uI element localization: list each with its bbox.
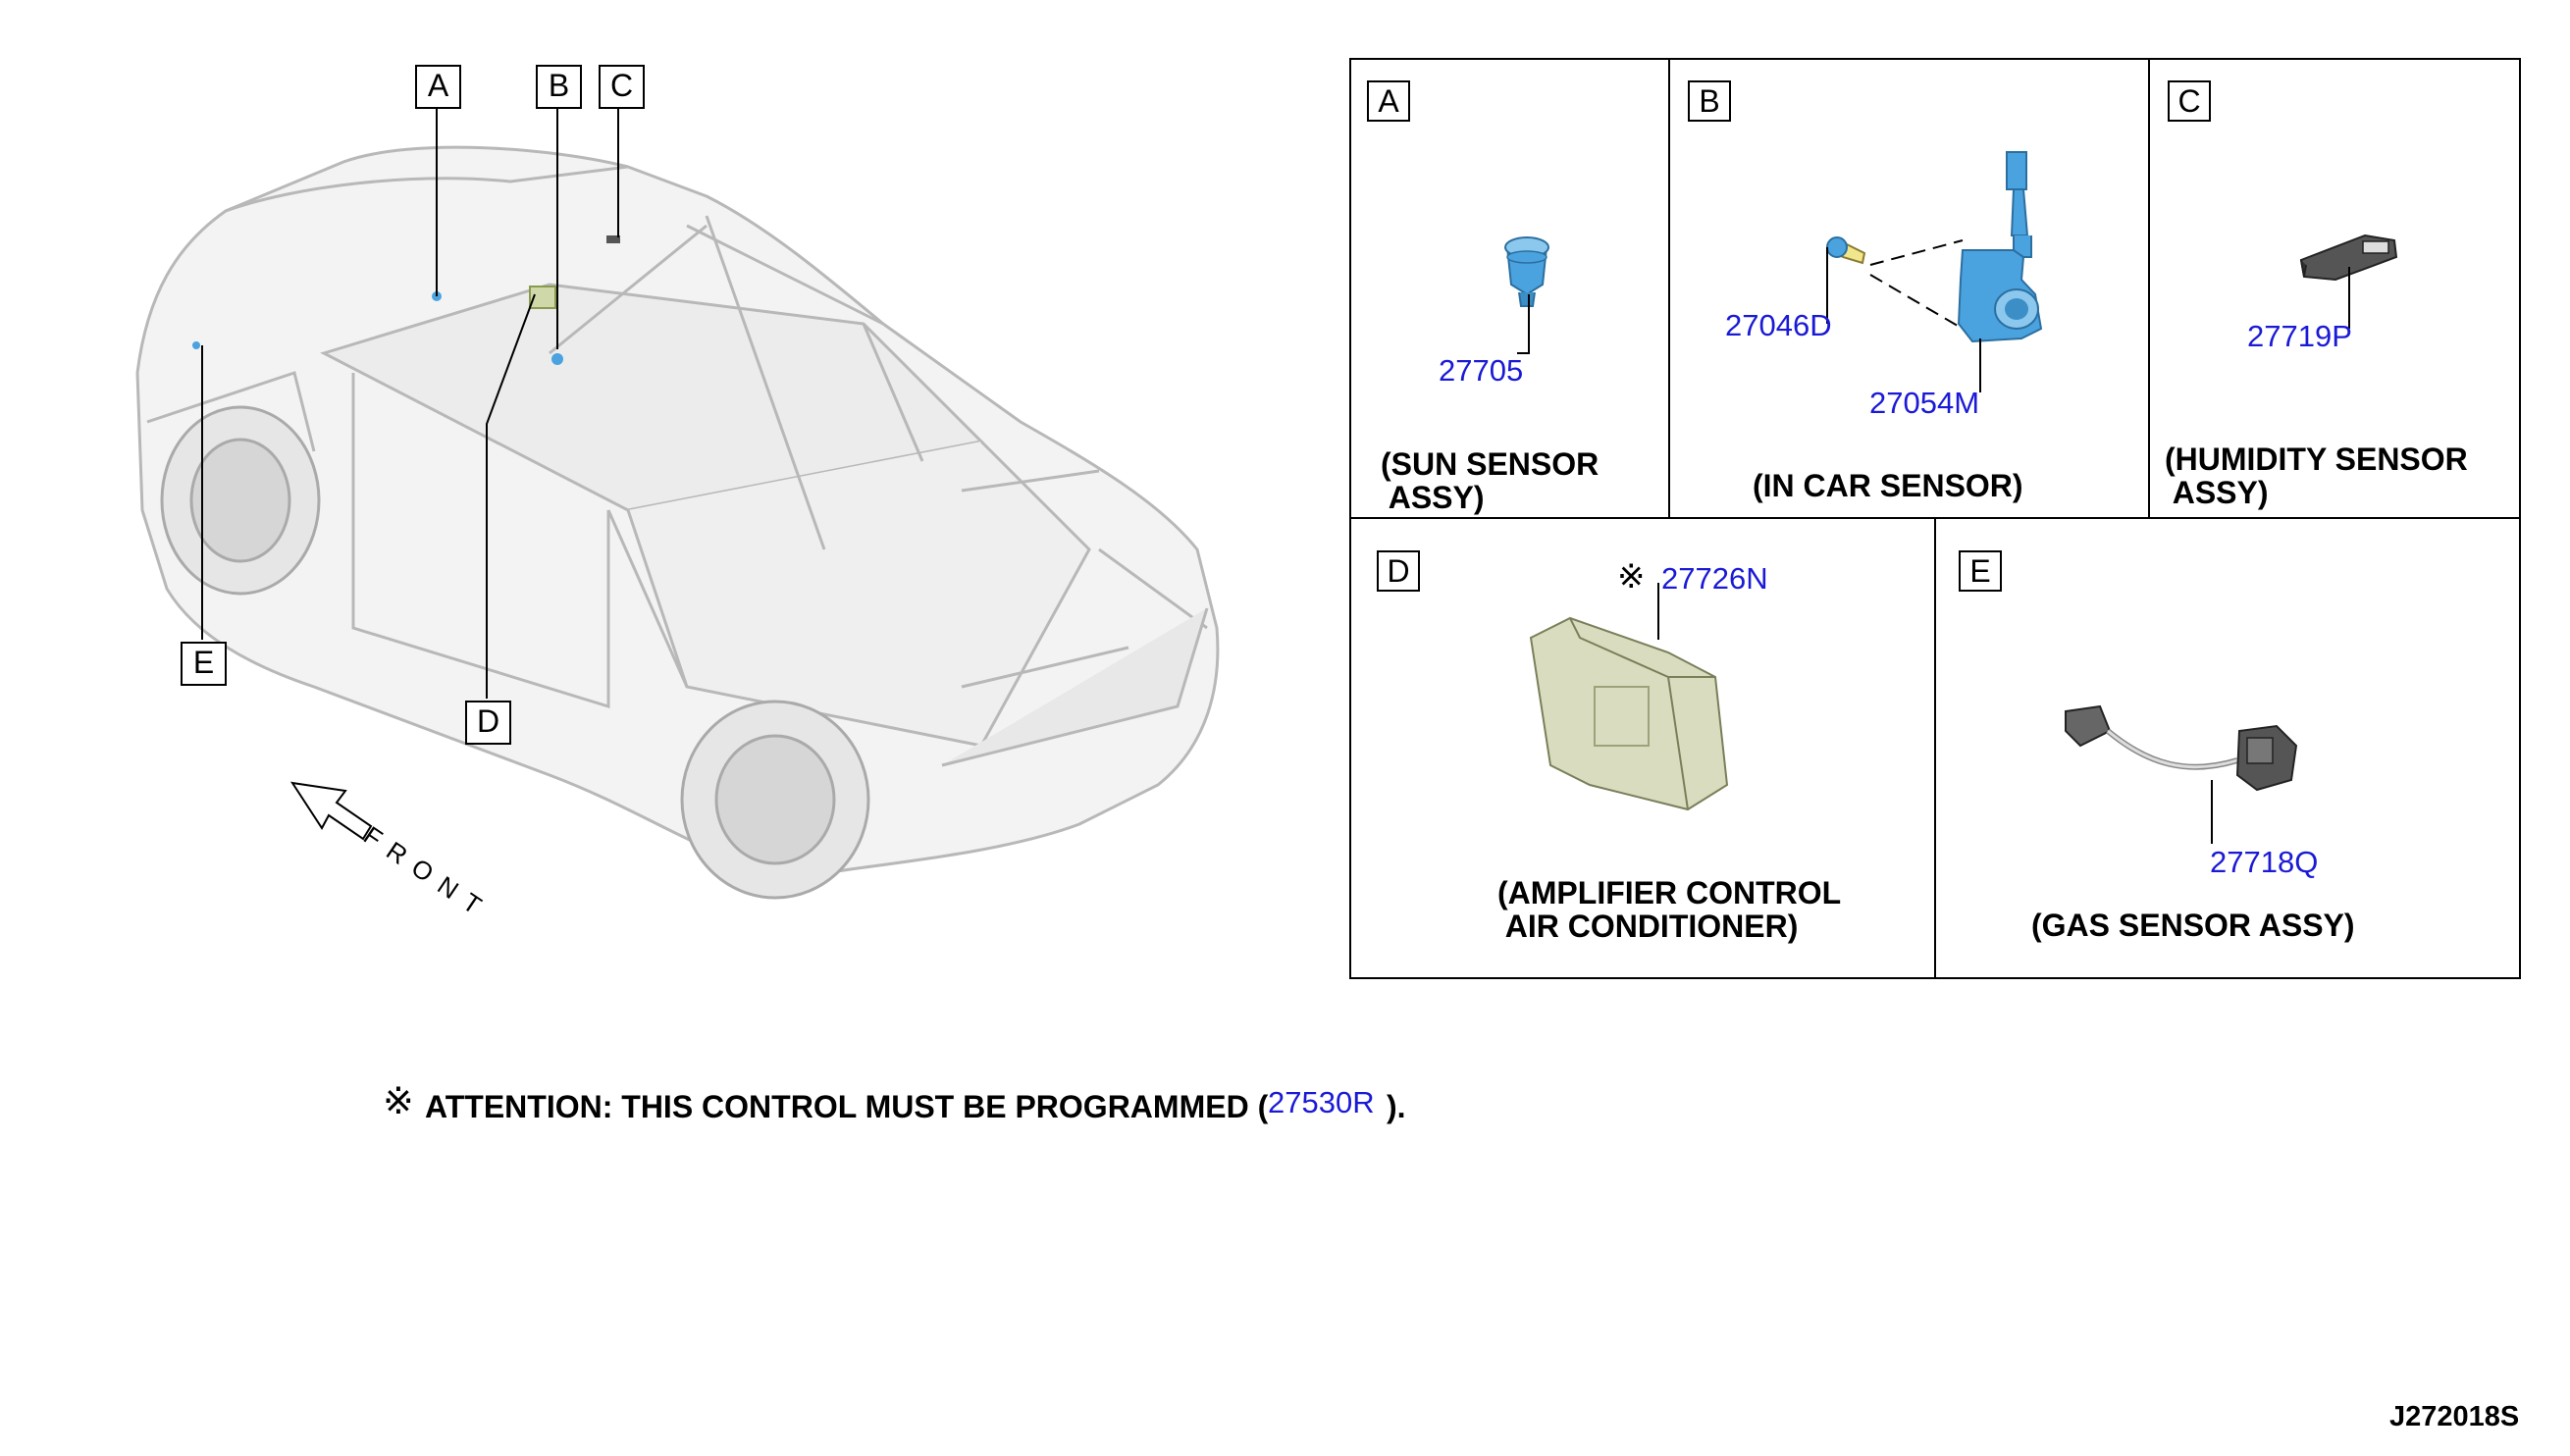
part-number-27530R[interactable]: 27530R [1268,1085,1375,1119]
front-arrow [289,781,373,841]
part-number-27726N[interactable]: 27726N [1661,561,1768,596]
sun-sensor-illustration [1504,236,1549,354]
car-callout-e[interactable]: E [181,642,227,686]
in-car-sensor-illustration [1826,151,2043,392]
part-number-27718Q[interactable]: 27718Q [2210,845,2319,879]
diagram-code: J272018S [2389,1401,2520,1432]
car-illustration [135,145,1220,875]
car-callout-c[interactable]: C [599,65,645,109]
panel-b-caption: (IN CAR SENSOR) [1753,468,2023,503]
part-number-27719P[interactable]: 27719P [2247,319,2352,353]
part-number-27054M[interactable]: 27054M [1869,386,1980,420]
panel-c-caption: (HUMIDITY SENSOR ASSY) [2165,442,2468,510]
panel-e-caption: (GAS SENSOR ASSY) [2031,908,2355,943]
attention-suffix: ). [1387,1089,1406,1124]
attention-mark: ※ [383,1081,414,1122]
car-callout-b[interactable]: B [536,65,582,109]
panel-d-letter: D [1377,550,1420,592]
panel-e-letter: E [1959,550,2002,592]
amplifier-control-illustration [1529,583,1729,811]
panel-a-caption: (SUN SENSOR ASSY) [1381,446,1600,515]
humidity-sensor-illustration [2299,234,2398,329]
attention-text: ATTENTION: THIS CONTROL MUST BE PROGRAMM… [425,1089,1269,1124]
part-number-27705[interactable]: 27705 [1439,353,1524,388]
programming-required-mark: ※ [1617,558,1646,596]
car-leader-lines [201,104,619,699]
panel-c-letter: C [2168,80,2211,122]
panel-b-letter: B [1688,80,1731,122]
panel-a-letter: A [1367,80,1410,122]
panel-d-caption: (AMPLIFIER CONTROL AIR CONDITIONER) [1497,875,1842,944]
car-callout-a[interactable]: A [415,65,461,109]
gas-sensor-illustration [2065,704,2298,844]
part-number-27046D[interactable]: 27046D [1725,308,1832,342]
parts-table-grid [1349,58,2521,979]
car-sensor-marks [192,235,620,365]
car-callout-d[interactable]: D [465,701,511,745]
